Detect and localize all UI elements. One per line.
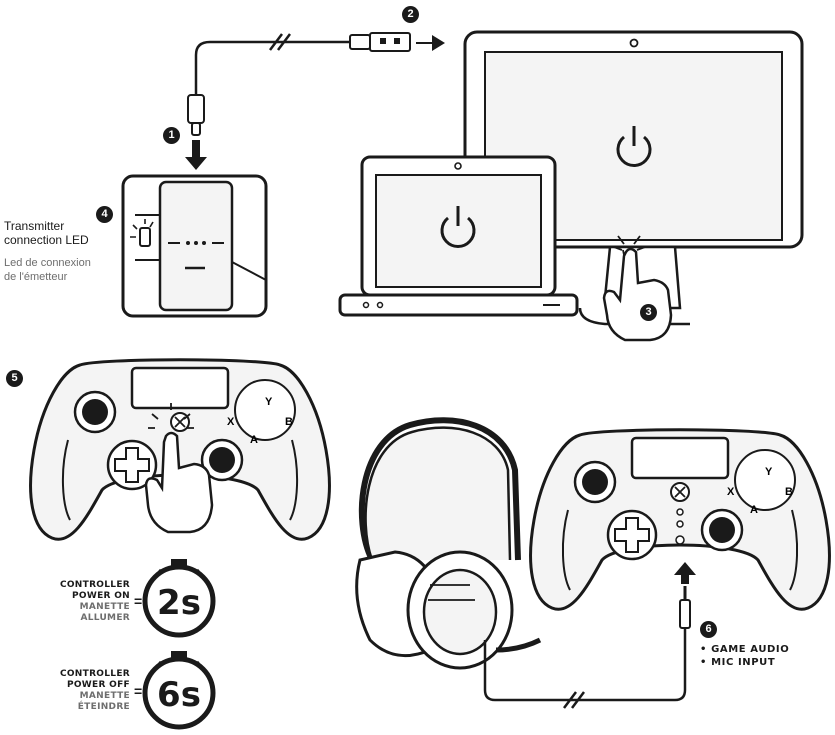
led-label-fr-line2: de l'émetteur [4, 271, 68, 283]
power-off-fr-line2: ÉTEINDRE [77, 702, 130, 712]
feature-mic-input: • MIC INPUT [700, 657, 776, 668]
feature-game-audio: • GAME AUDIO [700, 644, 790, 655]
power-on-label: CONTROLLER POWER ON MANETTE ALLUMER [30, 580, 130, 624]
x-button-label: X [727, 486, 735, 498]
power-off-duration: 6s [157, 675, 201, 715]
led-label-en-line1: Transmitter [4, 219, 65, 233]
usb-a-plug-icon [349, 32, 411, 52]
step-badge-1: 1 [163, 127, 180, 144]
step-badge-5: 5 [6, 370, 23, 387]
stopwatch-icon [142, 559, 216, 638]
step-badge-2: 2 [402, 6, 419, 23]
power-on-en-line2: POWER ON [72, 591, 130, 601]
step-badge-3: 3 [640, 304, 657, 321]
cable-break-mark [269, 33, 291, 51]
led-label-fr-line1: Led de connexion [4, 257, 91, 269]
power-off-fr-line1: MANETTE [79, 691, 130, 701]
arrow-down-icon [185, 140, 207, 170]
laptop [338, 155, 579, 317]
step-badge-4: 4 [96, 206, 113, 223]
step-badge-6: 6 [700, 621, 717, 638]
power-on-fr-line1: MANETTE [79, 602, 130, 612]
guide-button-press-icon [148, 403, 194, 429]
headset [355, 417, 542, 670]
equals-sign: = [134, 593, 143, 609]
power-off-en-line2: POWER OFF [66, 680, 130, 690]
y-button-label: Y [765, 466, 773, 478]
controller-right [529, 428, 831, 611]
power-on-en-line1: CONTROLLER [59, 580, 130, 590]
audio-cable [483, 628, 687, 702]
audio-features-list: • GAME AUDIO • MIC INPUT [700, 643, 789, 669]
stopwatch-icon [142, 651, 216, 730]
cable-break-mark [563, 691, 585, 709]
transmitter-led-icon [130, 219, 154, 247]
arrow-right-icon [416, 35, 445, 51]
transmitter-dock [121, 174, 268, 318]
y-button-label: Y [265, 396, 273, 408]
equals-sign: = [134, 683, 143, 699]
monitor-power-icon [616, 126, 652, 167]
usb-c-plug-icon [187, 94, 205, 136]
arrow-up-icon [674, 562, 696, 584]
usb-cable [194, 40, 352, 95]
power-on-fr-line2: ALLUMER [80, 613, 130, 623]
audio-jack-icon [679, 586, 691, 629]
transmitter-led-label-fr: Led de connexion de l'émetteur [4, 256, 91, 284]
led-label-en-line2: connection LED [4, 233, 89, 247]
power-on-duration: 2s [157, 583, 201, 623]
b-button-label: B [785, 486, 793, 498]
power-off-en-line1: CONTROLLER [59, 669, 130, 679]
transmitter-led-label: Transmitter connection LED [4, 219, 89, 247]
pointing-hand-icon [144, 431, 214, 534]
laptop-power-icon [440, 206, 476, 248]
b-button-label: B [285, 416, 293, 428]
a-button-label: A [750, 504, 758, 516]
a-button-label: A [250, 434, 258, 446]
x-button-label: X [227, 416, 235, 428]
power-off-label: CONTROLLER POWER OFF MANETTE ÉTEINDRE [30, 669, 130, 713]
